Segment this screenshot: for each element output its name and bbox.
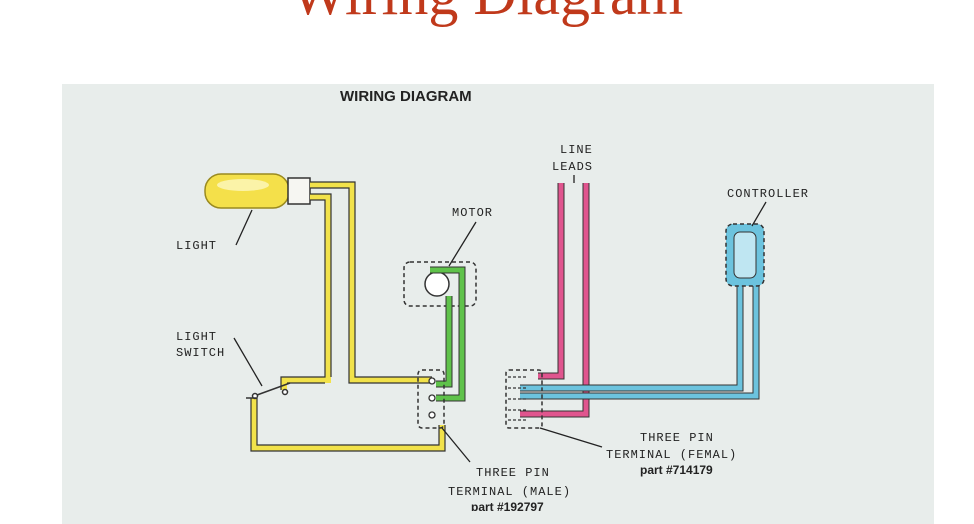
wiring-diagram: WIRING DIAGRAM bbox=[176, 88, 809, 511]
label-light-switch-line2: SWITCH bbox=[176, 346, 225, 360]
diagram-panel bbox=[62, 84, 934, 524]
label-line-leads-line2: LEADS bbox=[552, 160, 593, 174]
light-bulb bbox=[204, 173, 311, 209]
light-wires bbox=[250, 181, 446, 452]
diagram-heading: WIRING DIAGRAM bbox=[340, 88, 472, 105]
label-female-terminal-line2: TERMINAL (FEMAL) bbox=[606, 448, 737, 462]
label-controller: CONTROLLER bbox=[727, 187, 809, 201]
label-light-switch-line1: LIGHT bbox=[176, 330, 217, 344]
label-female-part: part #714179 bbox=[640, 463, 713, 477]
motor-wires bbox=[430, 266, 466, 402]
controller-wires bbox=[520, 286, 760, 400]
male-terminal bbox=[417, 369, 445, 429]
label-line-leads-line1: LINE bbox=[560, 143, 593, 157]
page-title: Wiring Diagram bbox=[0, 0, 974, 24]
female-terminal bbox=[505, 369, 543, 429]
line-lead-wires bbox=[520, 183, 590, 418]
label-motor: MOTOR bbox=[452, 206, 493, 220]
label-male-terminal-line1: THREE PIN bbox=[476, 466, 550, 480]
label-male-part: part #192797 bbox=[471, 500, 544, 511]
label-male-terminal-line2: TERMINAL (MALE) bbox=[448, 485, 571, 499]
label-light: LIGHT bbox=[176, 239, 217, 253]
light-switch bbox=[246, 382, 291, 400]
label-female-terminal-line1: THREE PIN bbox=[640, 431, 714, 445]
controller-icon bbox=[725, 223, 765, 287]
leader-lines bbox=[233, 175, 767, 463]
